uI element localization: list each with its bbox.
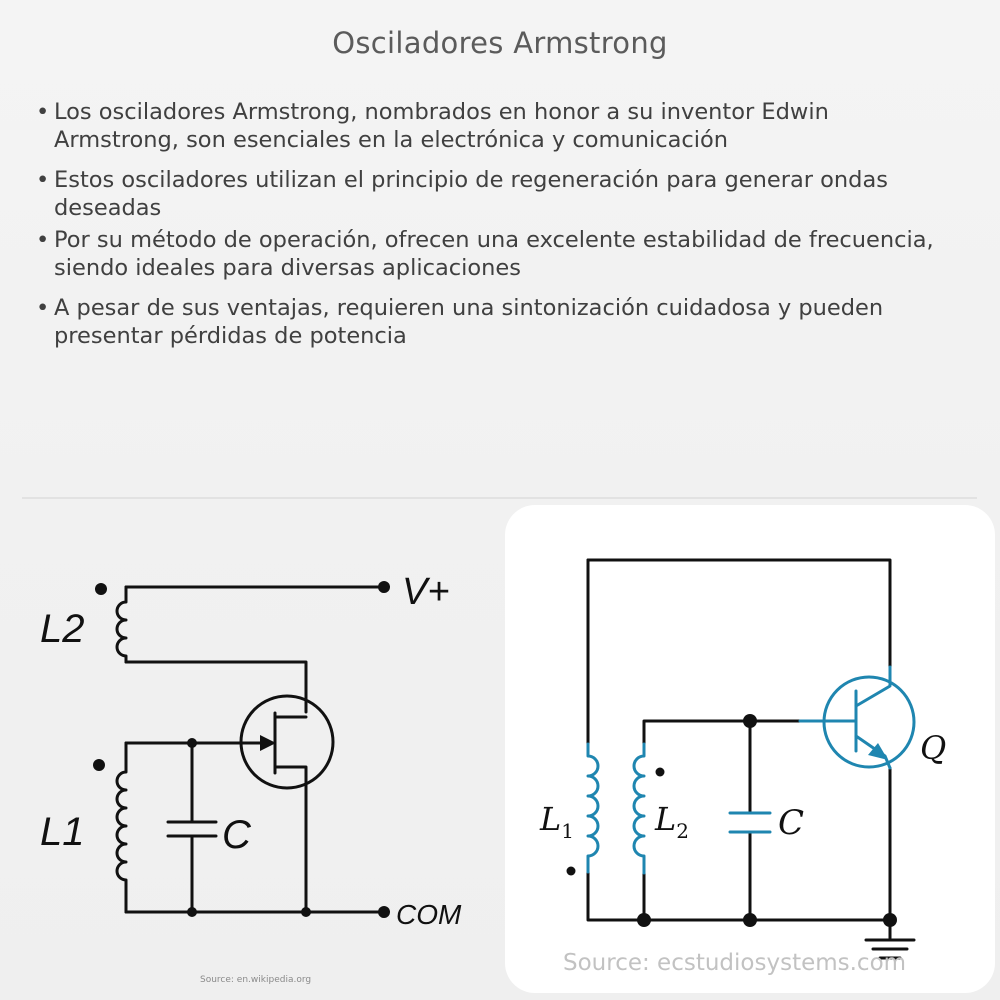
l1-polarity-dot bbox=[93, 759, 105, 771]
bottom-wire bbox=[586, 870, 892, 922]
l2-polarity-dot bbox=[655, 767, 665, 777]
bullet-item: Estos osciladores utilizan el principio … bbox=[36, 166, 956, 222]
bullet-list: Los osciladores Armstrong, nombrados en … bbox=[36, 98, 956, 362]
l2-polarity-dot bbox=[95, 583, 107, 595]
right-junction-dots bbox=[566, 714, 897, 927]
com-terminal bbox=[378, 906, 390, 918]
left-label-l2: L2 bbox=[40, 607, 85, 651]
gate-arrow-icon bbox=[260, 735, 276, 751]
left-source-credit: Source: en.wikipedia.org bbox=[200, 975, 312, 985]
left-label-l1: L1 bbox=[40, 810, 85, 854]
fet-legs bbox=[273, 715, 308, 914]
top-loop-wire bbox=[586, 558, 892, 669]
l1-coil bbox=[586, 742, 600, 874]
right-label-l1: L1 bbox=[539, 800, 574, 843]
bullet-item: Por su método de operación, ofrecen una … bbox=[36, 226, 956, 282]
junction-dot bbox=[883, 913, 897, 927]
left-circuit-diagram bbox=[115, 585, 386, 914]
left-label-vplus: V+ bbox=[402, 571, 450, 613]
bullet-item: Los osciladores Armstrong, nombrados en … bbox=[36, 98, 956, 154]
right-label-q: Q bbox=[920, 729, 946, 767]
left-label-com: COM bbox=[396, 899, 462, 930]
ground-icon bbox=[864, 938, 916, 960]
l1-polarity-dot bbox=[566, 866, 576, 876]
left-junction-dots bbox=[93, 581, 390, 918]
right-circuit-diagram bbox=[586, 558, 916, 960]
l1-coil bbox=[115, 741, 128, 914]
section-divider bbox=[22, 497, 977, 499]
emitter-arrow-icon bbox=[868, 743, 888, 760]
junction-dot bbox=[743, 714, 757, 728]
l2-coil bbox=[115, 585, 128, 664]
junction-dot bbox=[743, 913, 757, 927]
junction-dot bbox=[187, 907, 197, 917]
left-label-c: C bbox=[222, 813, 252, 857]
right-source-credit: Source: ecstudiosystems.com bbox=[563, 950, 907, 976]
bullet-item: A pesar de sus ventajas, requieren una s… bbox=[36, 294, 956, 350]
junction-dot bbox=[187, 738, 197, 748]
vplus-terminal bbox=[378, 581, 390, 593]
page-title: Osciladores Armstrong bbox=[332, 26, 668, 60]
junction-dot bbox=[637, 913, 651, 927]
bjt-collector bbox=[854, 665, 892, 708]
drain-wire bbox=[124, 660, 308, 714]
l2-coil bbox=[632, 742, 646, 875]
capacitor-c bbox=[728, 811, 772, 834]
base-wire bbox=[642, 719, 802, 746]
right-label-l2: L2 bbox=[654, 800, 689, 843]
right-label-c: C bbox=[778, 803, 804, 843]
capacitor-c bbox=[166, 741, 218, 914]
junction-dot bbox=[301, 907, 311, 917]
